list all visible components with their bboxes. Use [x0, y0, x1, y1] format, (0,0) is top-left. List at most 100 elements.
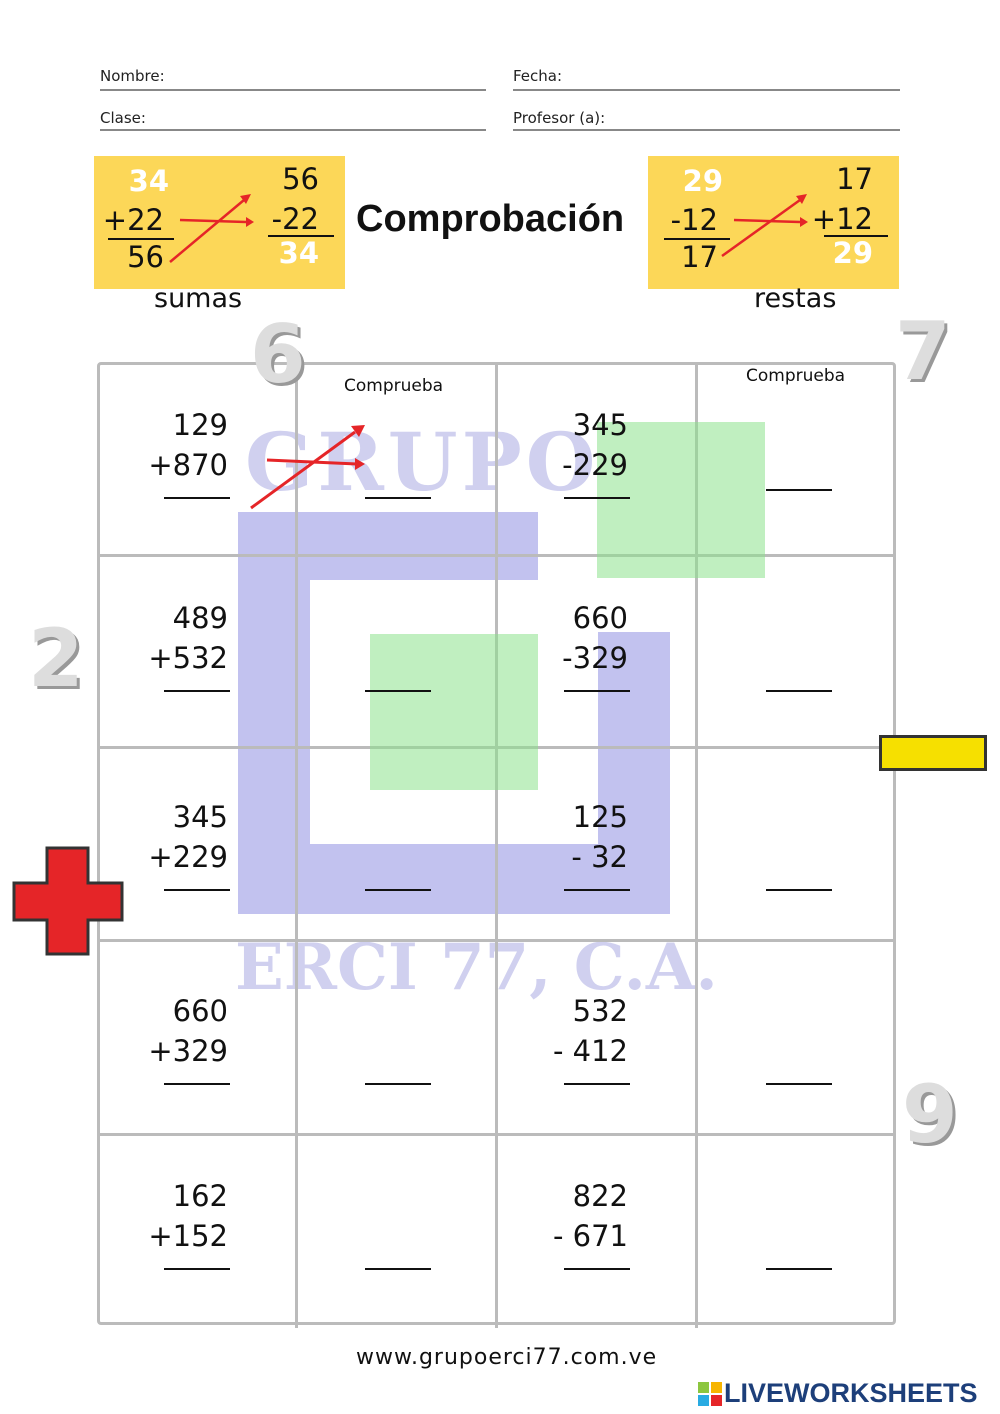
subtrahend: -229: [562, 448, 628, 482]
difference-line: [564, 690, 630, 692]
check-answer-line[interactable]: [365, 1083, 431, 1085]
liveworksheets-logo: LIVEWORKSHEETS: [698, 1378, 978, 1409]
subtraction-problem: 345 -229: [528, 405, 628, 485]
sum-line: [824, 235, 888, 237]
check-answer-line[interactable]: [365, 889, 431, 891]
restas-example: 29 -12 17 17 +12 29: [648, 156, 899, 289]
restas-caption: restas: [754, 283, 837, 314]
subtrahend: - 671: [552, 1219, 628, 1253]
minuend: 125: [572, 800, 628, 834]
subtrahend: - 412: [552, 1034, 628, 1068]
addition-problem: 660 +329: [128, 991, 228, 1071]
difference-line: [564, 497, 630, 499]
minuend: 345: [572, 408, 628, 442]
addition-problem: 129+870: [128, 405, 228, 485]
addend: 129: [172, 408, 228, 442]
class-label: Clase:: [100, 109, 146, 127]
sum-line: [164, 1083, 230, 1085]
subtraction-problem: 822 - 671: [528, 1176, 628, 1256]
grid-divider: [97, 939, 896, 942]
name-field[interactable]: [100, 89, 486, 91]
check-answer-line[interactable]: [766, 1268, 832, 1270]
brand-text: LIVEWORKSHEETS: [724, 1378, 978, 1408]
sum-line: [164, 690, 230, 692]
minuend: 660: [572, 601, 628, 635]
date-field[interactable]: [513, 89, 900, 91]
check-answer-line[interactable]: [766, 889, 832, 891]
difference-line: [564, 1083, 630, 1085]
subtraction-problem: 532 - 412: [528, 991, 628, 1071]
digit-six-decoration: 6: [250, 308, 306, 401]
addition-problem: 345 +229: [128, 797, 228, 877]
addend: +229: [148, 840, 228, 874]
class-field[interactable]: [100, 129, 486, 131]
addend: +329: [148, 1034, 228, 1068]
diff-line: [664, 238, 730, 240]
grid-divider: [97, 1133, 896, 1136]
digit-seven-decoration: 7: [895, 305, 951, 398]
example-value: -12: [670, 203, 718, 237]
grid-divider: [695, 362, 698, 1328]
sum-line: [108, 238, 174, 240]
example-value: 34: [278, 236, 319, 270]
example-value: +12: [811, 202, 873, 236]
example-value: 34: [128, 164, 169, 198]
footer-url[interactable]: www.grupoerci77.com.ve: [356, 1345, 658, 1370]
addition-problem: 489 +532: [128, 598, 228, 678]
example-value: 17: [836, 162, 873, 196]
check-header-sumas: Comprueba: [344, 376, 444, 396]
addend: +532: [148, 641, 228, 675]
example-value: 56: [127, 240, 164, 274]
subtrahend: -329: [562, 641, 628, 675]
grid-divider: [295, 362, 298, 1328]
sum-line: [164, 1268, 230, 1270]
check-answer-line[interactable]: [766, 690, 832, 692]
example-value: 17: [681, 240, 718, 274]
date-label: Fecha:: [513, 67, 563, 85]
sum-line: [164, 497, 230, 499]
minus-icon: [879, 735, 987, 771]
example-value: +22: [102, 203, 164, 237]
example-value: 29: [832, 236, 873, 270]
addend: 162: [172, 1179, 228, 1213]
watermark-logo: [238, 512, 670, 914]
example-value: 29: [682, 164, 723, 198]
grid-divider: [97, 554, 896, 557]
addend: 660: [172, 994, 228, 1028]
minuend: 532: [572, 994, 628, 1028]
arrows-icon: [721, 194, 808, 258]
minuend: 822: [572, 1179, 628, 1213]
check-answer-line[interactable]: [766, 489, 832, 491]
check-answer-line[interactable]: [365, 497, 431, 499]
arrows-icon: [169, 194, 254, 263]
digit-nine-decoration: 9: [902, 1068, 958, 1161]
example-value: 56: [282, 162, 319, 196]
subtrahend: - 32: [571, 840, 628, 874]
sum-line: [164, 889, 230, 891]
name-label: Nombre:: [100, 67, 165, 85]
plus-icon: [12, 846, 124, 956]
check-header-restas: Comprueba: [746, 366, 846, 386]
subtraction-problem: 660 -329: [528, 598, 628, 678]
addend: +152: [148, 1219, 228, 1253]
teacher-label: Profesor (a):: [513, 109, 606, 127]
teacher-field[interactable]: [513, 129, 900, 131]
difference-line: [564, 889, 630, 891]
live-logo-icon: [698, 1381, 722, 1406]
page-title: Comprobación: [356, 198, 625, 240]
answer-input[interactable]: [597, 422, 765, 578]
addend: 345: [172, 800, 228, 834]
check-answer-line[interactable]: [365, 690, 431, 692]
answer-input[interactable]: [370, 634, 538, 790]
subtraction-problem: 125 - 32: [528, 797, 628, 877]
check-answer-line[interactable]: [365, 1268, 431, 1270]
sumas-caption: sumas: [154, 283, 243, 314]
addend: 489: [172, 601, 228, 635]
digit-two-decoration: 2: [28, 612, 84, 705]
sumas-example: 34 +22 56 56 -22 34: [94, 156, 345, 289]
sum-line: [268, 235, 334, 237]
difference-line: [564, 1268, 630, 1270]
watermark-bottom: ERCI 77, C.A.: [235, 930, 718, 1005]
check-answer-line[interactable]: [766, 1083, 832, 1085]
